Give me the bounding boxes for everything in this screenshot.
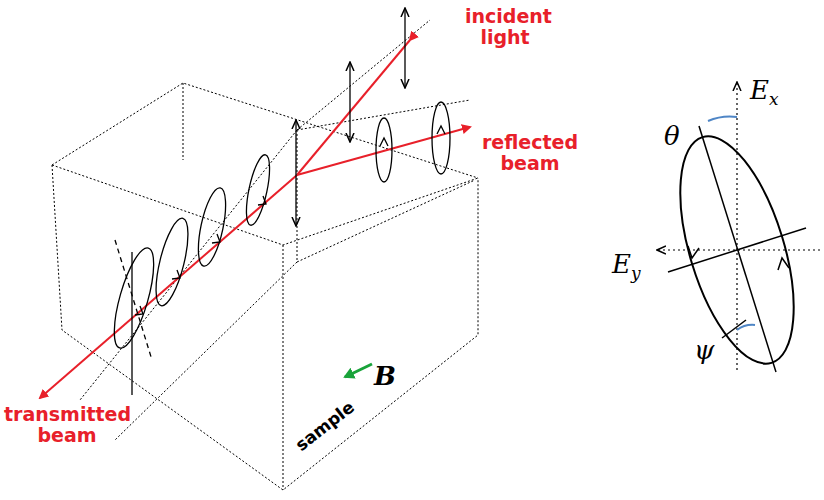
axis-label: Ex [750, 76, 779, 105]
angle-symbol: θ [664, 122, 680, 151]
beam-label: reflected beam [474, 132, 586, 174]
field-symbol: B [374, 362, 396, 391]
polarization-arrows [296, 8, 405, 226]
polarization-ellipses [106, 102, 450, 395]
beam-label: transmitted beam [4, 404, 130, 446]
light-rays [40, 40, 470, 398]
sample-label: sample [292, 398, 358, 455]
field-arrow [345, 364, 372, 377]
angle-symbol: ψ [694, 336, 714, 365]
ellipse-diagram [657, 82, 820, 377]
beam-label: incident light [465, 6, 545, 48]
axis-label: Ey [612, 250, 641, 279]
